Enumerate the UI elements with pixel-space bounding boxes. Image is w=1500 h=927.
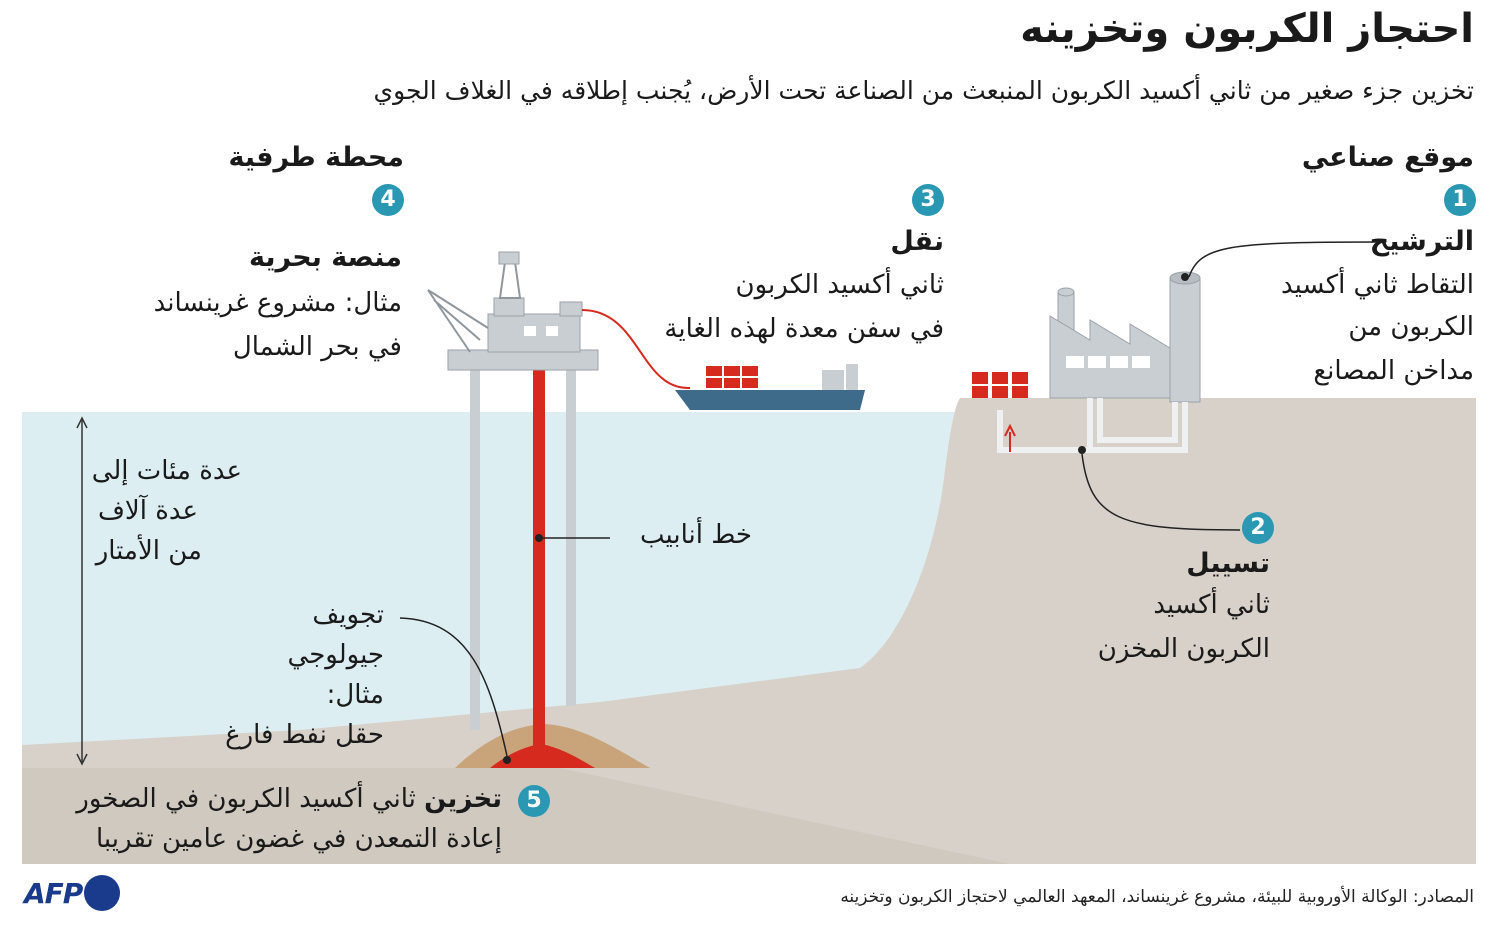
step-1-badge: 1 (1444, 184, 1476, 216)
step-5-heading: تخزين (424, 784, 502, 814)
step-3-badge: 3 (912, 184, 944, 216)
step-1-heading: الترشيح (1369, 226, 1474, 257)
afp-logo: AFP (24, 875, 121, 911)
cavity-line-2: جيولوجي (287, 640, 384, 670)
step-1-line-2: الكربون من (1348, 312, 1474, 342)
step-2-badge: 2 (1242, 512, 1274, 544)
step-4-line-2: في بحر الشمال (232, 332, 402, 362)
step-2-line-2: الكربون المخزن (1097, 634, 1270, 664)
step-3-line-2: في سفن معدة لهذه الغاية (664, 314, 944, 344)
step-5-badge: 5 (518, 785, 550, 817)
step-4-line-1: مثال: مشروع غرينساند (153, 288, 402, 318)
cavity-line-4: حقل نفط فارغ (225, 720, 384, 750)
step-5-text: ثاني أكسيد الكربون في الصخور (76, 784, 416, 814)
co2-ship (675, 364, 865, 410)
seabed-layer (22, 768, 1010, 864)
depth-line-1: عدة مئات إلى (91, 456, 242, 486)
afp-logo-dot (84, 875, 121, 911)
depth-line-2: عدة آلاف (97, 496, 198, 526)
step-4-badge: 4 (372, 184, 404, 216)
industrial-site-label: موقع صناعي (1301, 142, 1474, 173)
step-3-line-1: ثاني أكسيد الكربون (735, 270, 945, 300)
factory (1049, 271, 1201, 403)
step-5-line-1: تخزين ثاني أكسيد الكربون في الصخور (76, 778, 502, 820)
step-1-line-1: التقاط ثاني أكسيد (1281, 270, 1474, 300)
cavity-line-3: مثال: (326, 680, 384, 710)
rock-formation (455, 724, 650, 768)
land (22, 398, 1476, 864)
step-2-heading: تسييل (1186, 548, 1270, 579)
page-title: احتجاز الكربون وتخزينه (1020, 6, 1474, 52)
step-5-line-2: إعادة التمعدن في غضون عامين تقريبا (96, 824, 502, 854)
offshore-platform (427, 251, 599, 371)
step-3-heading: نقل (890, 226, 944, 257)
subtitle: تخزين جزء صغير من ثاني أكسيد الكربون الم… (373, 76, 1474, 105)
loading-hose (581, 309, 691, 390)
depth-line-3: من الأمتار (95, 536, 202, 566)
step-2-line-1: ثاني أكسيد (1153, 590, 1270, 620)
terminal-label: محطة طرفية (228, 142, 404, 173)
pipeline (533, 368, 545, 760)
pipeline-label: خط أنابيب (639, 520, 752, 550)
step-4-heading: منصة بحرية (248, 242, 402, 273)
step-1-line-3: مداخن المصانع (1313, 356, 1474, 386)
source-credit: المصادر: الوكالة الأوروبية للبيئة، مشروع… (840, 887, 1474, 907)
afp-logo-text: AFP (24, 876, 83, 910)
cavity-line-1: تجويف (312, 600, 384, 630)
